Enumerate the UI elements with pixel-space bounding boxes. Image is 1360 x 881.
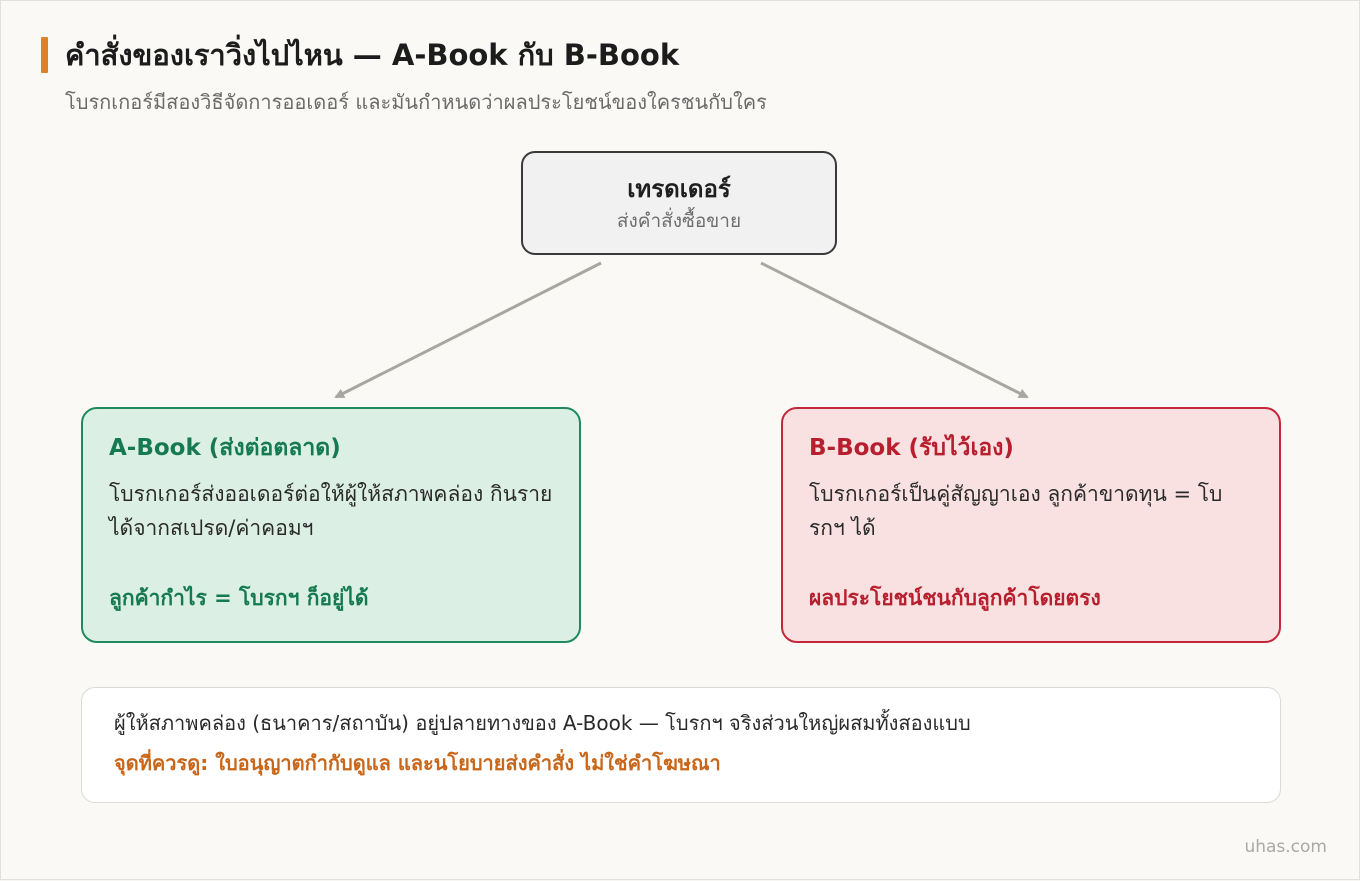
watermark: uhas.com [1244, 837, 1327, 857]
info-text: ผู้ให้สภาพคล่อง (ธนาคาร/สถาบัน) อยู่ปลาย… [114, 711, 971, 735]
info-panel: ผู้ให้สภาพคล่อง (ธนาคาร/สถาบัน) อยู่ปลาย… [81, 687, 1281, 803]
info-note: จุดที่ควรดู: ใบอนุญาตกำกับดูแล และนโยบาย… [114, 751, 721, 775]
trader-subtitle: ส่งคำสั่งซื้อขาย [616, 210, 742, 232]
title-accent-bar [41, 37, 48, 73]
a-book-card: A-Book (ส่งต่อตลาด) โบรกเกอร์ส่งออเดอร์ต… [81, 407, 581, 643]
a-book-note: ลูกค้ากำไร = โบรกฯ ก็อยู่ได้ [109, 586, 369, 610]
b-book-note: ผลประโยชน์ชนกับลูกค้าโดยตรง [809, 586, 1101, 610]
a-book-description: โบรกเกอร์ส่งออเดอร์ต่อให้ผู้ให้สภาพคล่อง… [109, 482, 553, 540]
b-book-card: B-Book (รับไว้เอง) โบรกเกอร์เป็นคู่สัญญา… [781, 407, 1281, 643]
trader-node: เทรดเดอร์ ส่งคำสั่งซื้อขาย [521, 151, 837, 255]
trader-title: เทรดเดอร์ [627, 175, 731, 203]
b-book-description: โบรกเกอร์เป็นคู่สัญญาเอง ลูกค้าขาดทุน = … [809, 482, 1223, 540]
b-book-title: B-Book (รับไว้เอง) [809, 435, 1014, 461]
arrow-to-a-book [334, 261, 602, 399]
page-title: คำสั่งของเราวิ่งไปไหน — A-Book กับ B-Boo… [65, 38, 680, 72]
arrow-to-b-book [760, 261, 1029, 399]
page-subtitle: โบรกเกอร์มีสองวิธีจัดการออเดอร์ และมันกำ… [65, 90, 767, 114]
a-book-title: A-Book (ส่งต่อตลาด) [109, 435, 341, 461]
